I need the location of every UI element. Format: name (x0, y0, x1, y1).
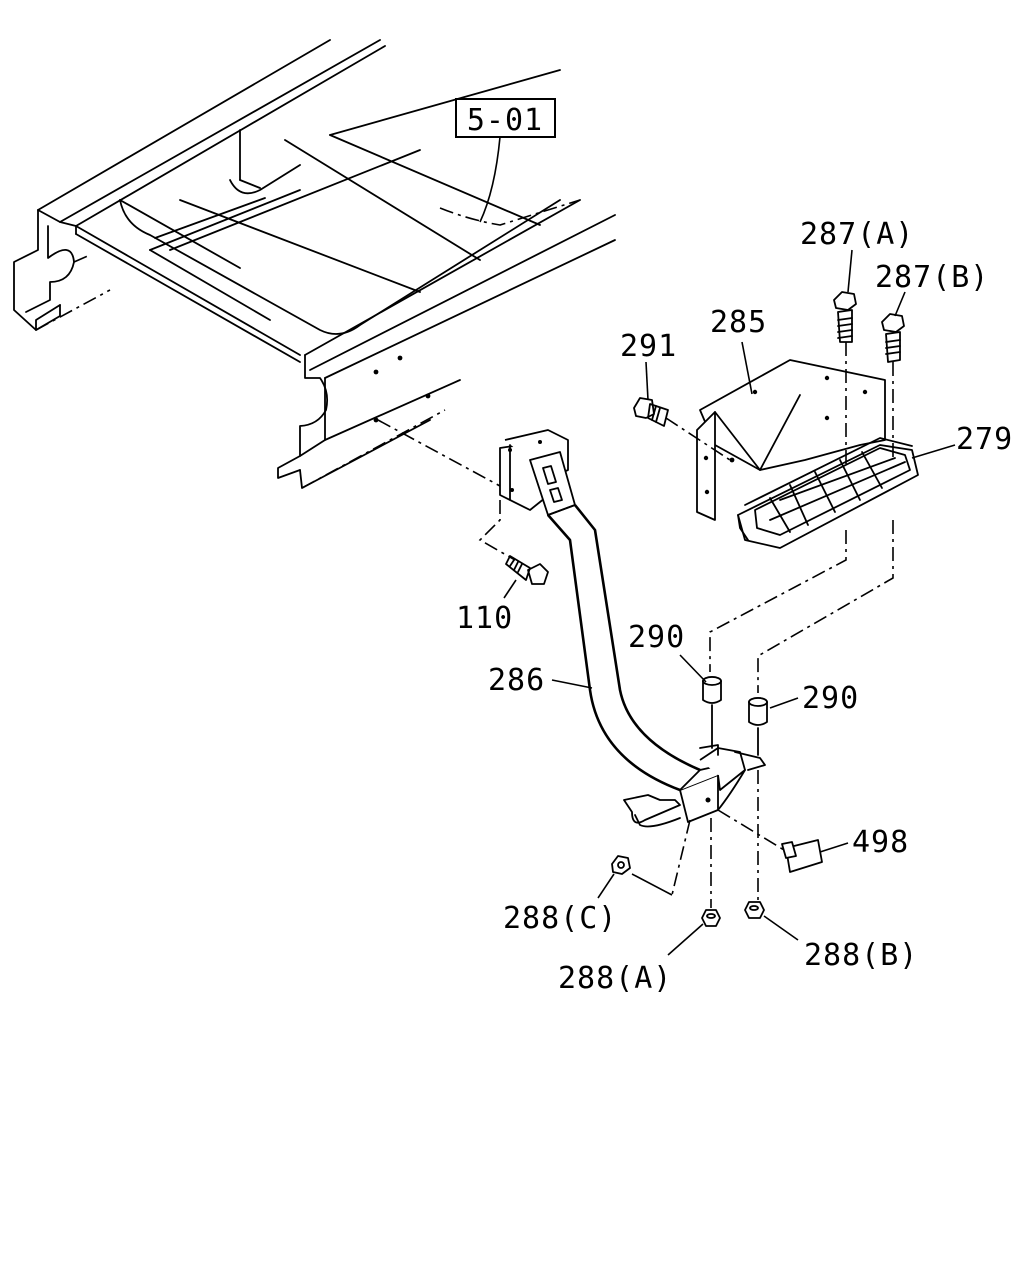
label-291: 291 (620, 329, 677, 364)
step-tread-279 (737, 437, 919, 549)
nut-288a (701, 818, 721, 927)
label-288c: 288(C) (503, 901, 617, 936)
bolt-287a (833, 291, 857, 468)
reference-box-5-01: 5-01 (455, 98, 556, 223)
step-bracket-286 (499, 429, 766, 828)
collar-290-right (748, 520, 894, 756)
label-288a: 288(A) (558, 961, 672, 996)
label-498: 498 (852, 825, 909, 860)
reference-label: 5-01 (467, 103, 543, 138)
frame-chassis (13, 39, 616, 489)
nut-288c (611, 819, 691, 896)
step-bracket-285 (696, 359, 886, 521)
bolt-291 (633, 397, 731, 461)
label-287b: 287(B) (875, 260, 989, 295)
collar-290-left (702, 530, 847, 749)
label-285: 285 (710, 305, 767, 340)
label-110: 110 (456, 601, 513, 636)
nut-288b (744, 770, 765, 919)
bolt-287b (881, 313, 905, 458)
frame-attach-line (377, 419, 501, 487)
label-288b: 288(B) (804, 938, 918, 973)
clip-498 (717, 809, 823, 873)
label-287a: 287(A) (800, 217, 914, 252)
label-279: 279 (956, 422, 1013, 457)
label-286: 286 (488, 663, 545, 698)
label-290-right: 290 (802, 681, 859, 716)
part-labels: 287(A) 287(B) 285 291 279 110 290 290 28… (456, 217, 1013, 996)
label-290-left: 290 (628, 620, 685, 655)
leader-lines (503, 249, 956, 956)
bolt-110 (478, 500, 549, 585)
